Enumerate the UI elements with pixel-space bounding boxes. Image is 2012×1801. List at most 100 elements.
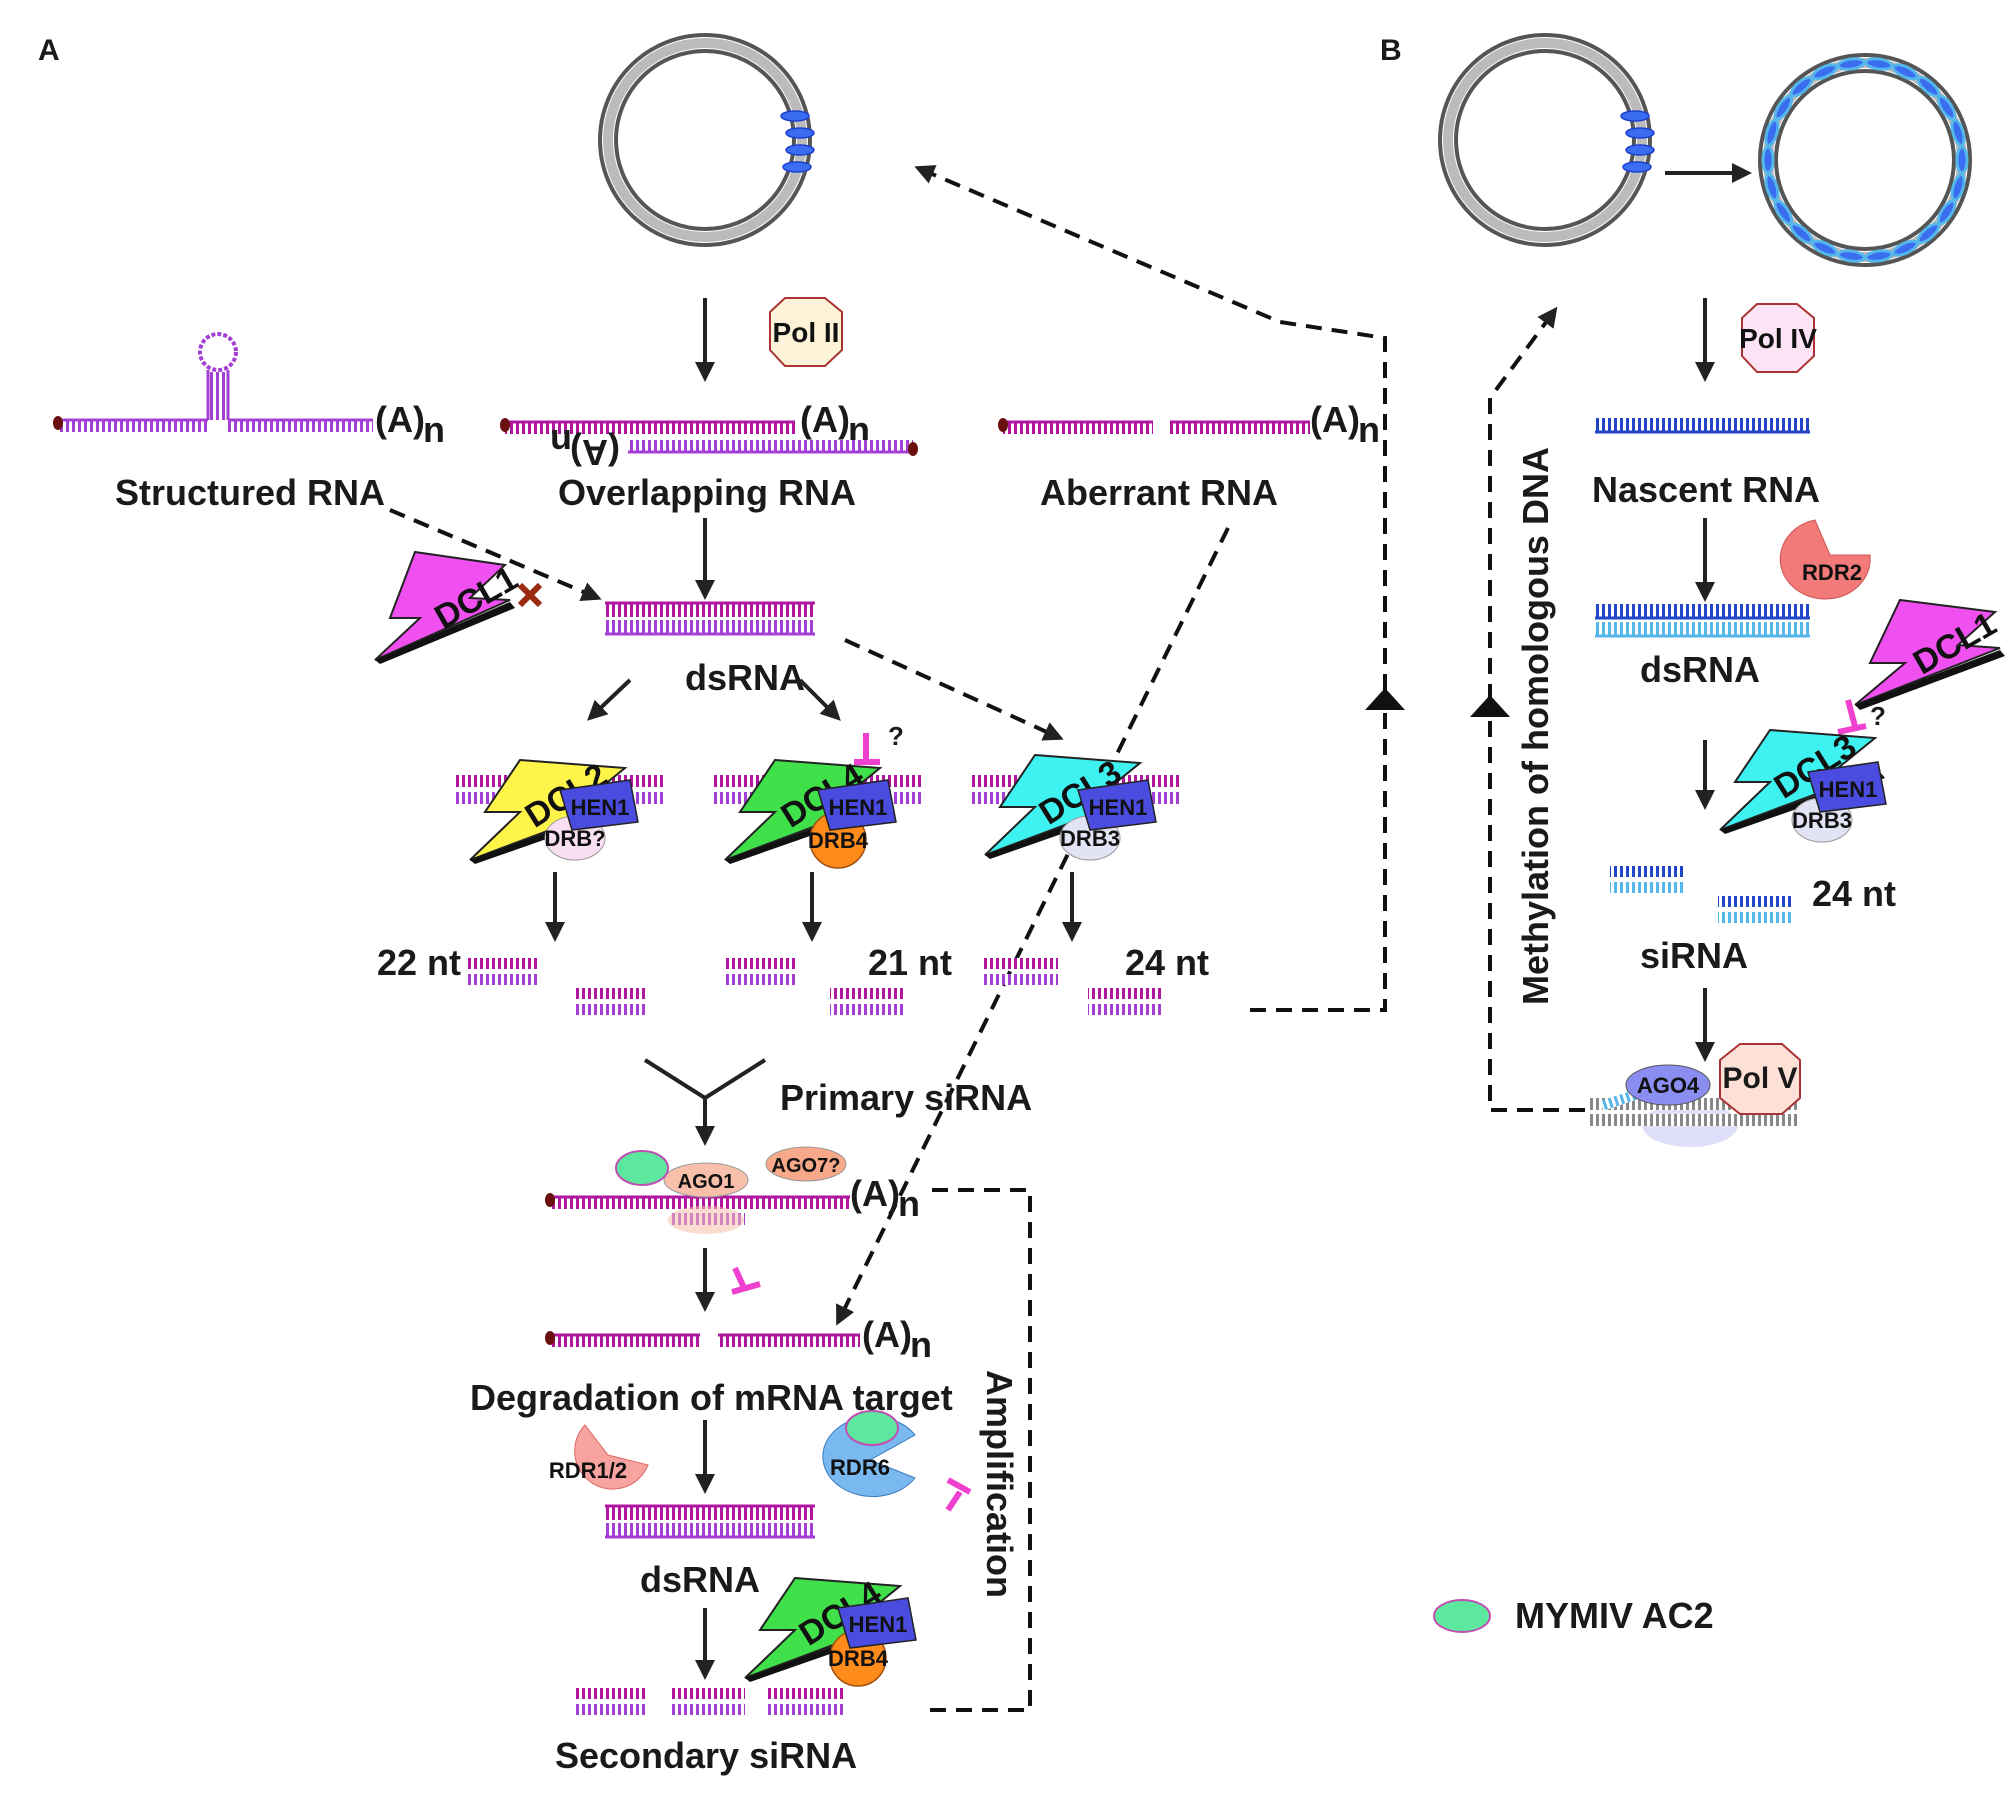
arrow-structured-to-dsrna: [389, 508, 602, 601]
dsrna-b-label: dsRNA: [1640, 649, 1760, 690]
dcl1-enzyme-a: DCL1: [374, 550, 543, 664]
methylation-mark: [1789, 222, 1814, 245]
methylation-mark: [1764, 173, 1780, 202]
structured-rna: (A) n Structured RNA: [53, 332, 445, 513]
pol4-label: Pol IV: [1739, 323, 1817, 354]
sirna-24nt-label-b: 24 nt: [1812, 873, 1896, 914]
methylation-mark: [1811, 63, 1839, 81]
viral-dna-circle-b-right: [1758, 53, 1972, 267]
rdr12-enzyme: RDR1/2: [549, 1424, 649, 1490]
rdr2-enzyme: RDR2: [1779, 519, 1871, 600]
arrow-dsrna-to-dcl3: [844, 638, 1064, 741]
methylation-mark: [1811, 239, 1839, 257]
drb4-label: DRB4: [808, 828, 869, 853]
legend: MYMIV AC2: [1433, 1595, 1714, 1636]
rdr6-enzyme: RDR6: [822, 1410, 916, 1497]
arrow-aberrant-to-degradation: [836, 527, 1230, 1326]
hen1-label-dcl4: HEN1: [829, 795, 888, 820]
target-polya: (A): [850, 1173, 900, 1214]
dcl2-complex: DCL2 DRB? HEN1: [455, 756, 665, 864]
dsrna-central: dsRNA: [605, 601, 815, 698]
methylation-mark: [1955, 145, 1969, 175]
methylation-mark: [1773, 94, 1794, 121]
nascent-rna-label: Nascent RNA: [1592, 469, 1820, 510]
legend-ac2-label: MYMIV AC2: [1515, 1595, 1714, 1636]
arrowhead-24nt-up: [1365, 688, 1405, 710]
viral-dna-circle-b-left: [1438, 33, 1655, 247]
sirna-22nt-group: 22 nt: [377, 942, 648, 1015]
target-polya-n: n: [898, 1183, 920, 1224]
arrow-dsrna-to-dcl2: [587, 678, 632, 721]
structured-rna-label: Structured RNA: [115, 472, 385, 513]
overlapping-rna-polya-bottom: (A): [570, 432, 620, 473]
dcl1-question-b: ?: [1870, 701, 1886, 731]
hen1-label-dcl2: HEN1: [571, 795, 630, 820]
overlapping-rna-polya-top: (A): [800, 399, 850, 440]
sirna-22nt-label: 22 nt: [377, 942, 461, 983]
dsrna-central-label: dsRNA: [685, 657, 805, 698]
overlapping-rna-polya-bottom-n: n: [550, 422, 572, 463]
methylation-mark: [1950, 173, 1966, 202]
methylation-mark: [1936, 199, 1957, 226]
sirna-24nt-label-a: 24 nt: [1125, 942, 1209, 983]
ago1-target-complex: AGO1 AGO7? (A) n: [545, 1146, 920, 1234]
dcl3-complex: DCL3 DRB3 HEN1: [970, 753, 1180, 861]
viral-dna-circle-a: [598, 33, 815, 247]
structured-rna-polya-n: n: [423, 409, 445, 450]
drb4-label-secondary: DRB4: [828, 1646, 889, 1671]
sirna-21nt-group: 21 nt: [723, 942, 952, 1015]
path-24nt-up: [1250, 688, 1387, 1012]
legend-ac2-icon: [1433, 1599, 1491, 1633]
dcl4-question: ?: [888, 721, 904, 751]
pol4-enzyme: Pol IV: [1739, 303, 1817, 373]
ago1-inhibition-symbol: [731, 1266, 761, 1295]
ago4-polv-complex: AGO4 Pol V: [1590, 1043, 1801, 1147]
pol5-label: Pol V: [1722, 1062, 1797, 1095]
hen1-label-b: HEN1: [1819, 777, 1878, 802]
degraded-polya-n: n: [910, 1324, 932, 1365]
methylation-mark: [1773, 199, 1794, 226]
sirna-24nt-group-b: 24 nt siRNA: [1610, 866, 1896, 976]
methylation-mark: [1936, 94, 1957, 121]
degraded-mrna: (A) n Degradation of mRNA target: [470, 1314, 953, 1418]
path-to-dna-circle-a: [914, 165, 1387, 690]
ago7-label: AGO7?: [772, 1155, 841, 1177]
dcl1-inhibition-symbol-b: [1837, 699, 1867, 735]
arrow-dsrna-to-dcl4: [798, 678, 841, 721]
secondary-sirna-group: Secondary siRNA: [555, 1688, 857, 1776]
aberrant-rna: (A) n Aberrant RNA: [998, 399, 1380, 513]
arrowhead-methylation-up: [1470, 695, 1510, 717]
sirna-21nt-label: 21 nt: [868, 942, 952, 983]
sirna-24nt-group-a: 24 nt: [983, 942, 1209, 1015]
methylation-marks-a: [780, 110, 815, 173]
aberrant-rna-polya: (A): [1310, 399, 1360, 440]
aberrant-rna-label: Aberrant RNA: [1040, 472, 1278, 513]
methylation-mark: [1864, 249, 1894, 263]
ago4-label: AGO4: [1637, 1073, 1700, 1098]
primary-sirna-junction: Primary siRNA: [643, 1058, 1032, 1146]
hen1-label-dcl3: HEN1: [1089, 795, 1148, 820]
dcl4-complex: DCL4 DRB4 HEN1 ?: [713, 721, 923, 869]
dsrna-b: dsRNA: [1595, 604, 1810, 690]
methylation-mark: [1864, 57, 1894, 71]
methylation-mark: [1916, 75, 1941, 98]
methylation-mark: [1764, 118, 1780, 147]
hen1-label-secondary: HEN1: [849, 1612, 908, 1637]
rdr6-label: RDR6: [830, 1455, 890, 1480]
dcl4-complex-secondary: DCL4 DRB4 HEN1: [744, 1574, 917, 1687]
methylation-mark: [1916, 222, 1941, 245]
dcl4-inhibition-symbol: [854, 733, 880, 765]
sirna-b-label: siRNA: [1640, 935, 1748, 976]
path-methylation-up: [1488, 695, 1585, 1112]
methylation-label: Methylation of homologous DNA: [1515, 447, 1556, 1005]
amplification-label: Amplification: [979, 1370, 1020, 1598]
overlapping-rna: (A) n (A) n Overlapping RNA: [500, 399, 918, 513]
panel-a-label: A: [38, 34, 60, 67]
secondary-sirna-label: Secondary siRNA: [555, 1735, 857, 1776]
dcl1-enzyme-b: DCL1: [1854, 598, 2005, 710]
methylation-mark: [1891, 63, 1919, 81]
overlapping-rna-label: Overlapping RNA: [558, 472, 856, 513]
dcl1-inhibited-cross: [517, 582, 543, 608]
